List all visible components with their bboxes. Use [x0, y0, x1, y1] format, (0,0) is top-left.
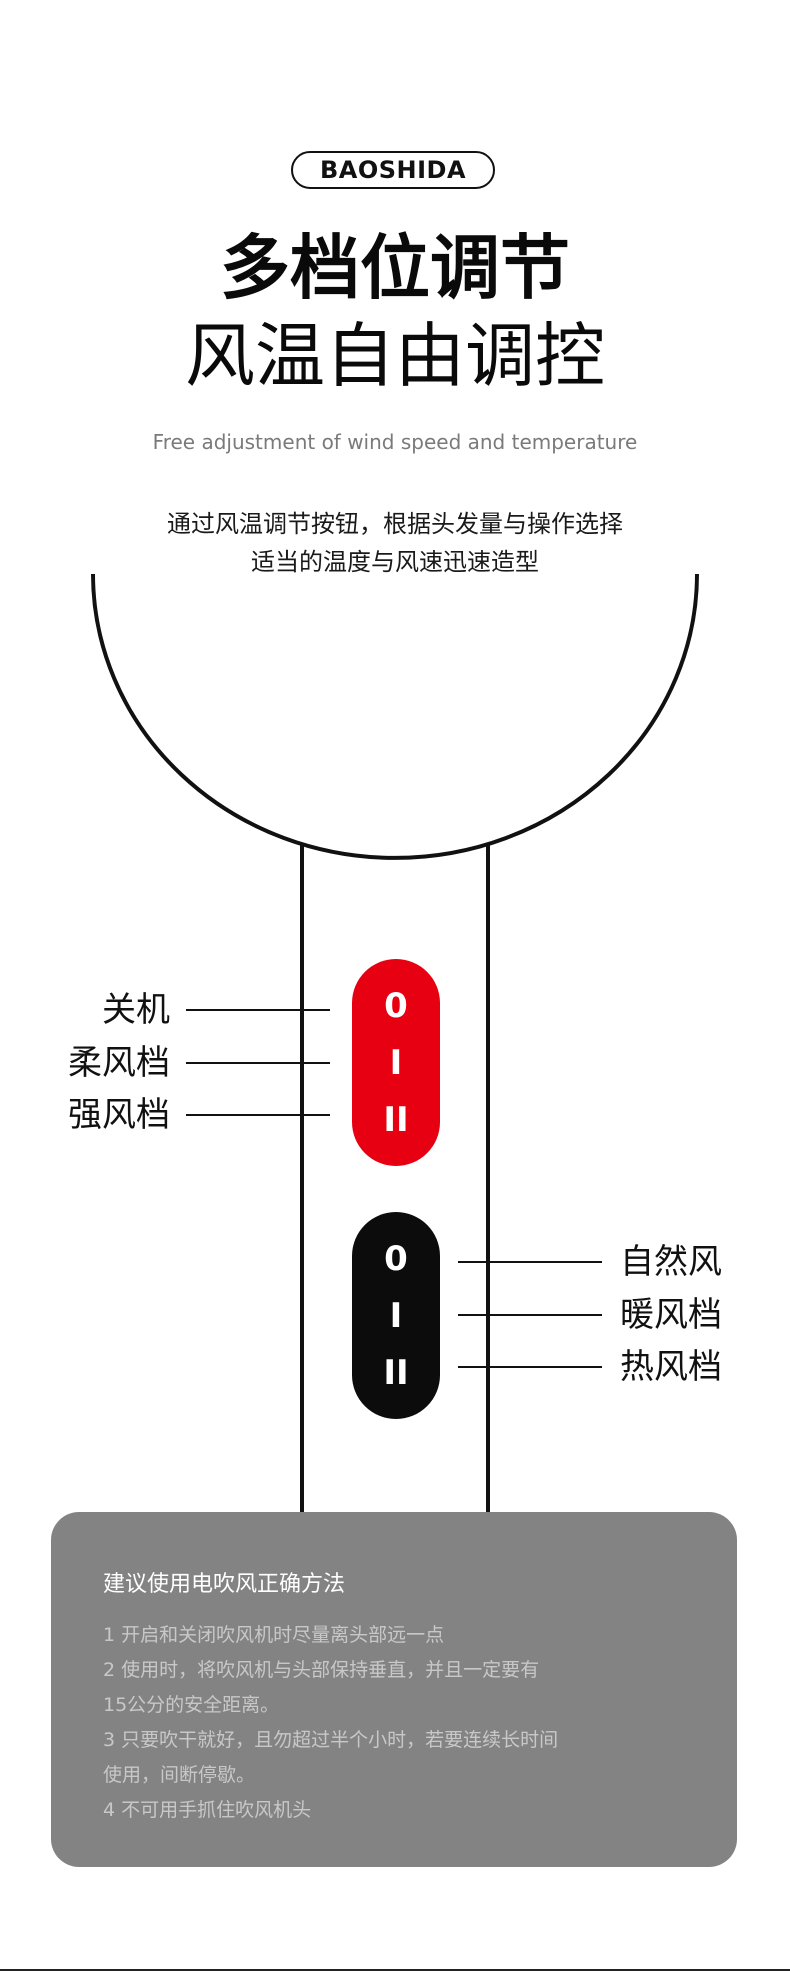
dryer-head-arc — [91, 573, 699, 860]
temp-mark-0: 0 — [384, 1238, 408, 1279]
tip-line-6: 4 不可用手抓住吹风机头 — [103, 1799, 312, 1821]
description-line-2: 适当的温度与风速迅速造型 — [251, 548, 539, 576]
tips-title: 建议使用电吹风正确方法 — [103, 1572, 346, 1597]
hair-dryer-outline — [91, 573, 699, 1515]
tip-line-5: 使用，间断停歇。 — [103, 1764, 256, 1786]
label-warm-wind: 暖风档 — [620, 1295, 722, 1335]
page-subtitle: 风温自由调控 — [185, 315, 605, 397]
speed-switch[interactable]: 0 I II — [352, 959, 440, 1166]
tip-line-2: 2 使用时，将吹风机与头部保持垂直，并且一定要有 — [103, 1659, 540, 1681]
temperature-switch[interactable]: 0 I II — [352, 1212, 440, 1419]
temp-mark-2: II — [383, 1352, 409, 1393]
page-title: 多档位调节 — [220, 227, 570, 309]
tip-line-3: 15公分的安全距离。 — [103, 1694, 280, 1716]
brand-name: BAOSHIDA — [319, 156, 467, 184]
label-natural-wind: 自然风 — [620, 1242, 722, 1282]
tips-panel — [51, 1512, 737, 1867]
tip-line-1: 1 开启和关闭吹风机时尽量离头部远一点 — [103, 1624, 445, 1646]
bottom-divider — [0, 1969, 790, 1971]
temp-mark-1: I — [389, 1295, 403, 1336]
english-subtitle: Free adjustment of wind speed and temper… — [152, 430, 638, 454]
speed-mark-0: 0 — [384, 985, 408, 1026]
description-line-1: 通过风温调节按钮，根据头发量与操作选择 — [167, 510, 623, 538]
label-off: 关机 — [102, 990, 170, 1030]
tip-line-4: 3 只要吹干就好，且勿超过半个小时，若要连续长时间 — [103, 1729, 559, 1751]
brand-badge: BAOSHIDA — [291, 151, 495, 189]
speed-mark-2: II — [383, 1099, 409, 1140]
label-strong-wind: 强风档 — [68, 1095, 170, 1135]
speed-mark-1: I — [389, 1042, 403, 1083]
label-hot-wind: 热风档 — [620, 1347, 722, 1387]
label-soft-wind: 柔风档 — [68, 1043, 170, 1083]
